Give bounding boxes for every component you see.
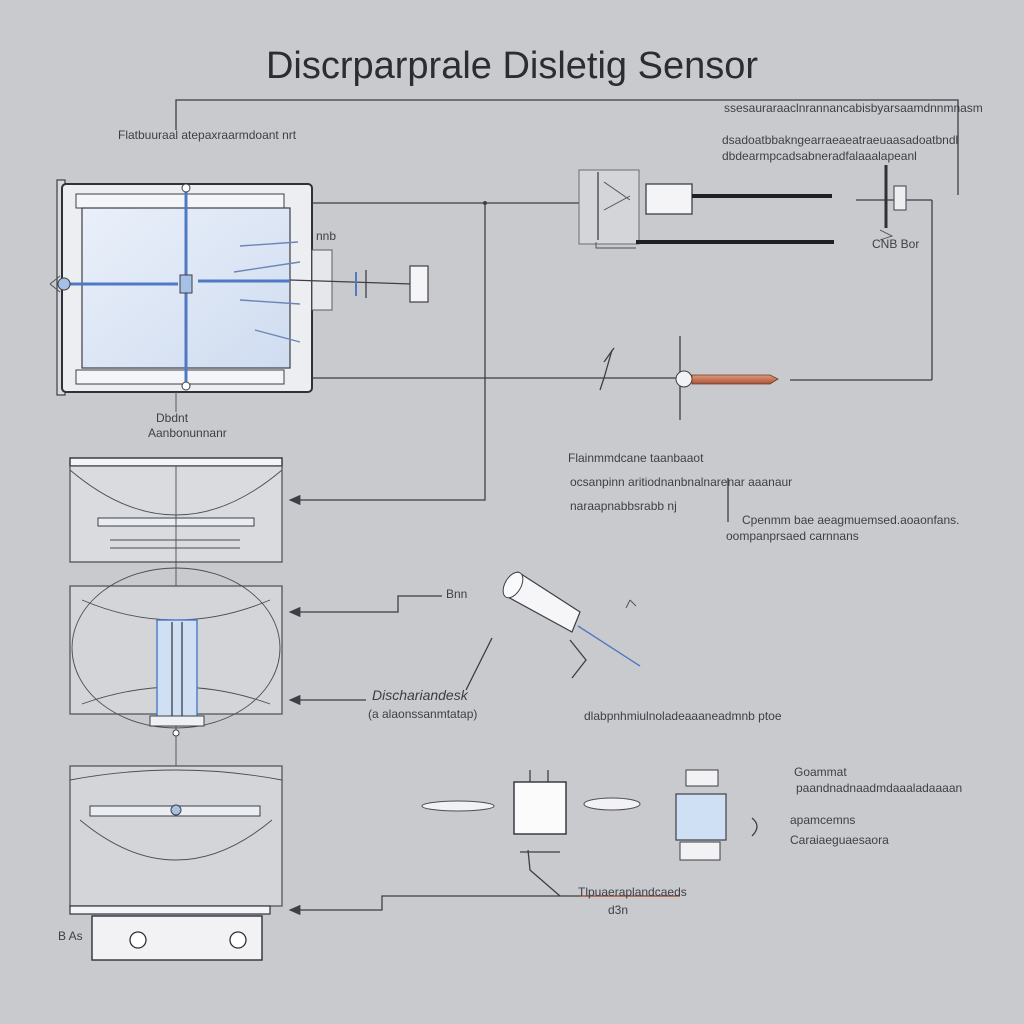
top-sensor-assembly — [483, 165, 933, 381]
label-top-right-2a: dsadoatbbakngearraeaeatraeuaasadoatbndl — [722, 133, 958, 147]
label-left-mid-1: Dbdnt — [156, 411, 189, 425]
label-probe-small: CNB Bor — [872, 237, 919, 251]
label-bottom: Tlpuaeraplandcaeds — [578, 885, 687, 899]
label-br-4: Caraiaeguaesaora — [790, 833, 889, 847]
label-top-right-2b: dbdearmpcadsabneradfalaaalapeanl — [722, 149, 917, 163]
label-right-2: oompanprsaed carnnans — [726, 529, 859, 543]
top-connector-line — [175, 99, 959, 195]
label-small-mark: Bnn — [446, 587, 467, 601]
connector-upper — [288, 203, 486, 506]
label-bottom-left: B As — [58, 929, 83, 943]
label-top-right-1: ssesauraraaclnrannancabisbyarsaamdnnmnas… — [724, 101, 983, 115]
label-mid-1: Dischariandesk — [372, 687, 469, 703]
bottom-components — [421, 769, 758, 897]
tilted-cylinder — [465, 571, 641, 691]
label-bottom-small: d3n — [608, 903, 628, 917]
label-center-2: ocsanpinn aritiodnanbnalnarenar aaanaur — [570, 475, 792, 489]
window-panel — [49, 179, 680, 396]
page-title: Discrparprale Disletig Sensor — [266, 45, 758, 87]
label-right-1: Cpenmm bae aeagmuemsed.aoaonfans. — [742, 513, 959, 527]
label-mid-2: (a alaonssanmtatap) — [368, 707, 477, 721]
label-br-3: apamcemns — [790, 813, 855, 827]
label-mid-right: dlabpnhmiulnoladeaaaneadmnb ptoe — [584, 709, 782, 723]
label-center-1: Flainmmdcane taanbaaot — [568, 451, 704, 465]
stacked-housing — [69, 457, 283, 961]
label-left-mid-2: Aanbonunnanr — [148, 426, 227, 440]
label-top-left: Flatbuuraal atepaxraarmdoant nrt — [118, 128, 297, 142]
label-br-2: paandnadnaadmdaaaladaaaan — [796, 781, 962, 795]
copper-probe — [599, 336, 779, 420]
connector-middle — [288, 595, 442, 618]
label-panel-small: nnb — [316, 229, 336, 243]
label-center-3: naraapnabbsrabb nj — [570, 499, 677, 513]
label-br-1: Goammat — [794, 765, 847, 779]
connector-bottom — [288, 895, 580, 916]
